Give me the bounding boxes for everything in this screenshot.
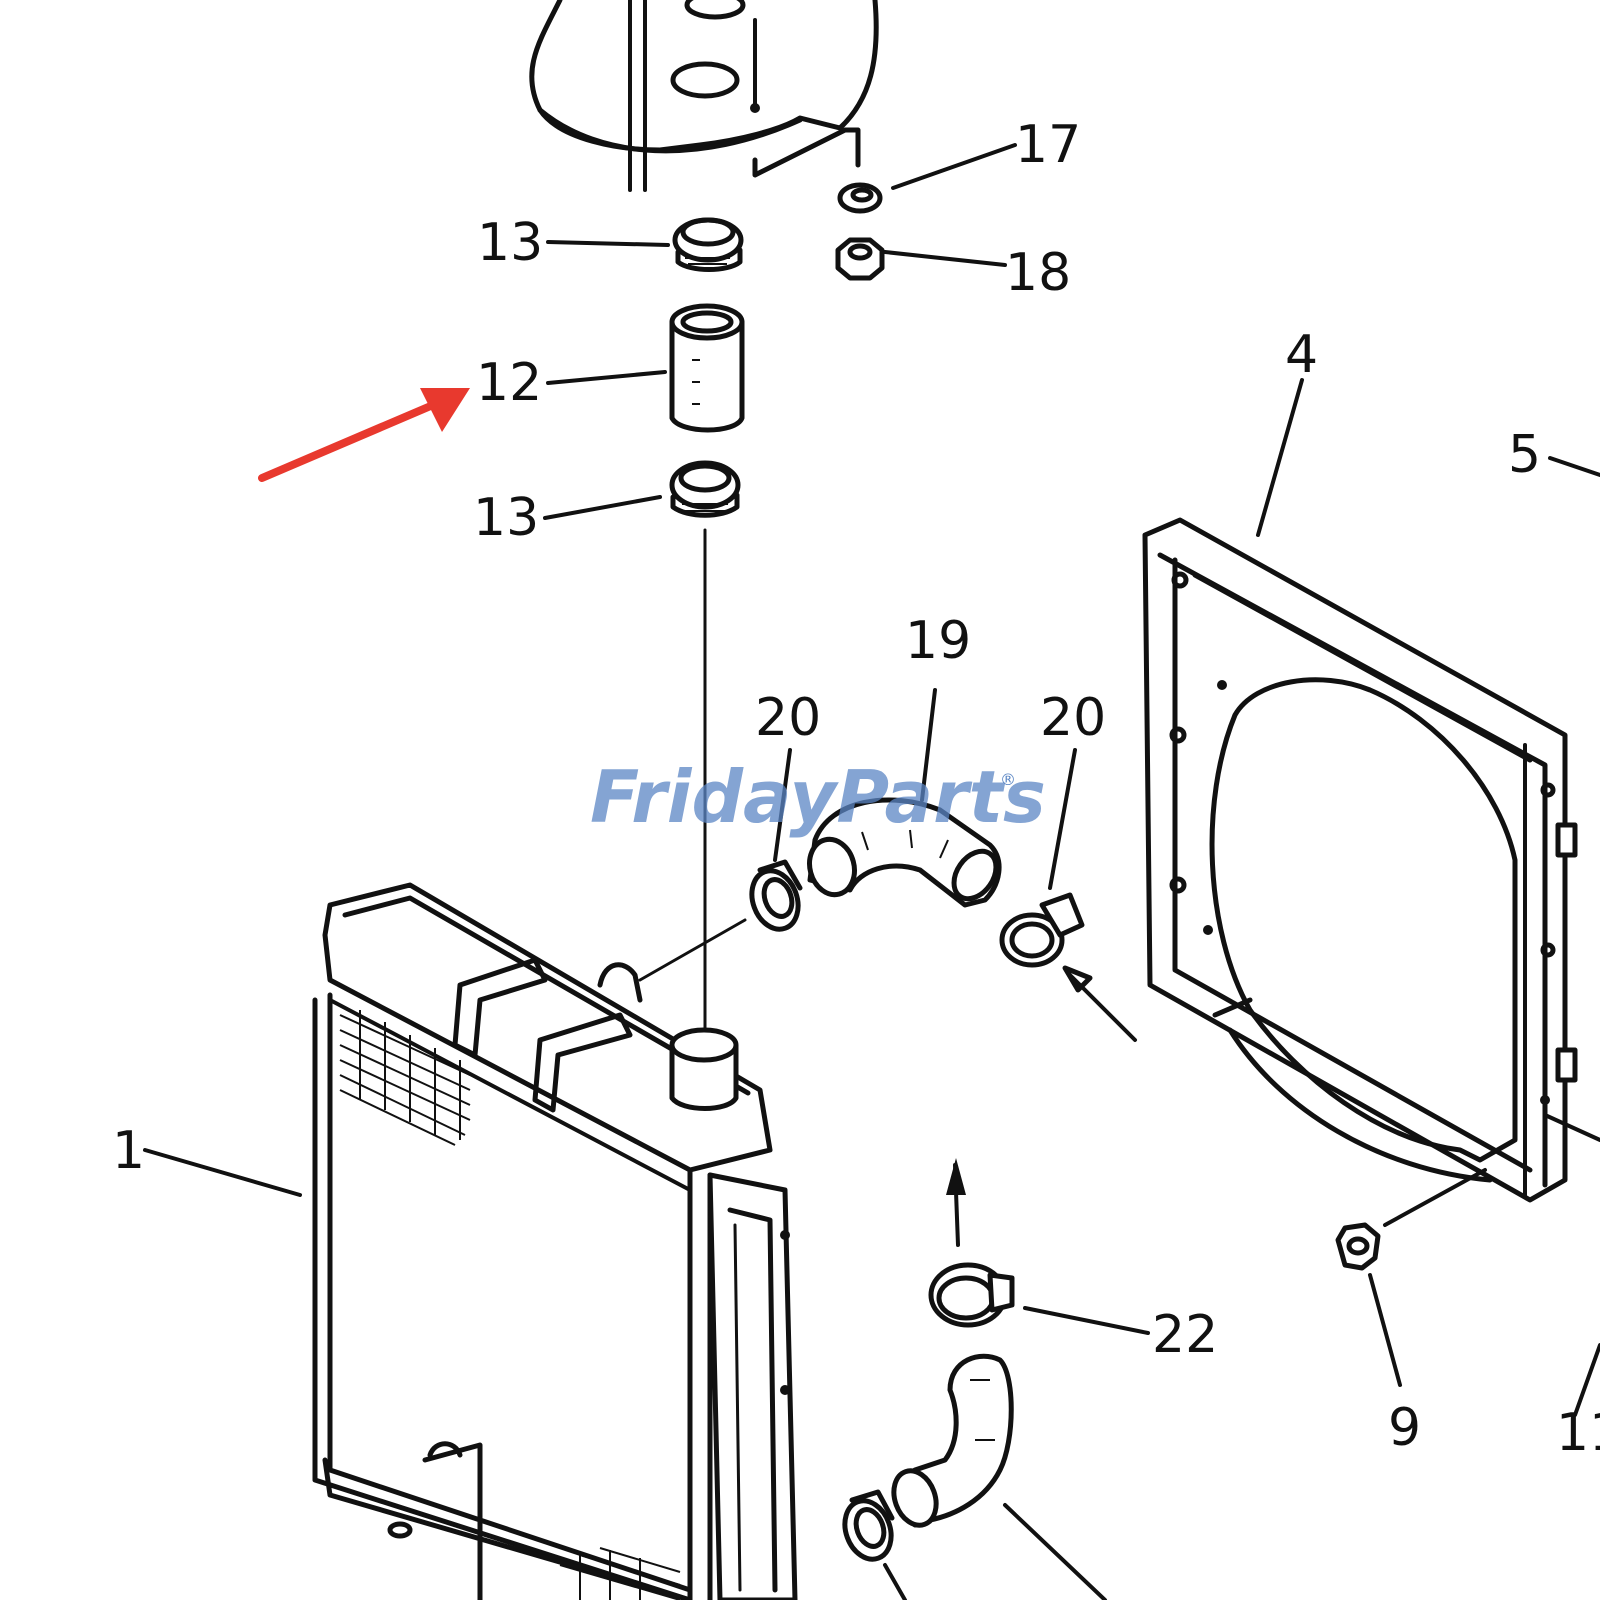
hose-clamp-20-right: [999, 892, 1085, 968]
fan-shroud-4: [1142, 517, 1600, 1203]
hose-guide-line: [638, 918, 747, 982]
callout-labels: 17 13 18 12 4 5 13 19 20 20 1 22 9 11: [112, 115, 1600, 1463]
callout-19: 19: [905, 611, 971, 671]
watermark-brand-left: Friday: [590, 755, 839, 839]
callout-5: 5: [1508, 425, 1541, 485]
hose-clamp-lower: [669, 460, 741, 518]
upper-bracket: [529, 0, 879, 192]
highlight-arrow: [258, 388, 470, 482]
leader-lines: [143, 143, 1600, 1602]
callout-20-right: 20: [1040, 688, 1106, 748]
hose-clamp-22: [928, 1262, 1015, 1328]
callout-13-lower: 13: [473, 488, 539, 548]
hose-clamp-20-left: [749, 859, 803, 932]
callout-9: 9: [1388, 1398, 1421, 1458]
callout-4: 4: [1285, 325, 1318, 385]
svg-text:FridayParts: FridayParts: [590, 755, 1046, 839]
callout-17: 17: [1015, 115, 1081, 175]
washer-17: [837, 182, 883, 214]
callout-13-upper: 13: [477, 213, 543, 273]
watermark-logo: FridayParts ®: [590, 755, 1046, 839]
callout-20-left: 20: [755, 688, 821, 748]
flow-arrow-upper: [1062, 965, 1137, 1042]
callout-12: 12: [476, 353, 542, 413]
flow-arrow-lower: [946, 1158, 966, 1247]
hose-19: [807, 797, 1002, 908]
nut-9-guide-line: [1383, 1168, 1487, 1227]
hose-clamp-lower-small: [842, 1489, 895, 1562]
callout-18: 18: [1005, 243, 1071, 303]
watermark-registered: ®: [1000, 770, 1016, 789]
hose-clamp-upper: [672, 217, 744, 272]
nut-18: [835, 237, 885, 281]
hose-lower: [891, 1353, 1014, 1528]
nut-9: [1335, 1222, 1381, 1271]
callout-22: 22: [1152, 1305, 1218, 1365]
hose-12: [669, 303, 745, 433]
callout-11: 11: [1556, 1403, 1600, 1463]
watermark-brand-right: Parts: [836, 755, 1046, 839]
radiator-1: [312, 882, 798, 1603]
callout-1: 1: [112, 1121, 145, 1181]
